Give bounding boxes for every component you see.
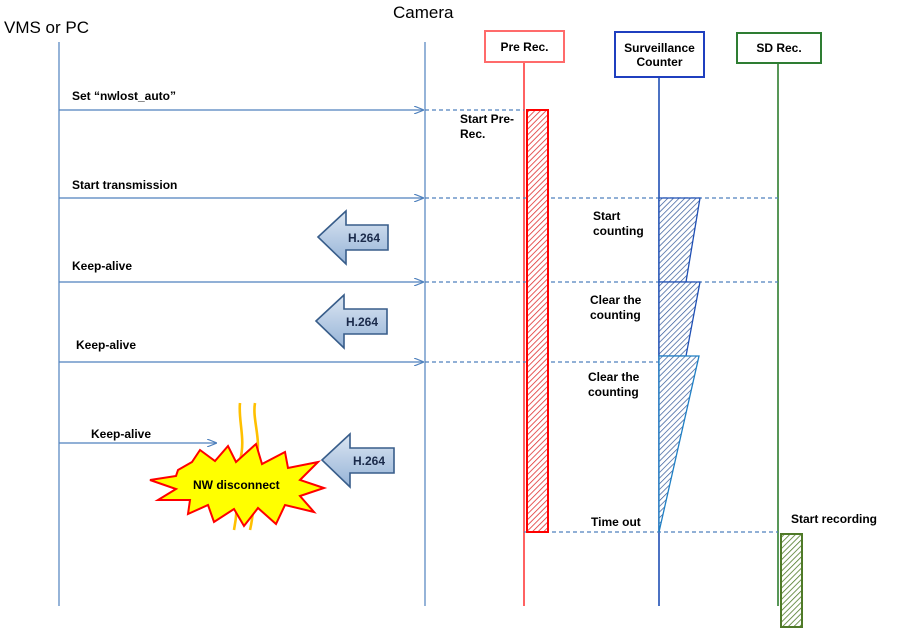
- h264-label-2: H.264: [346, 315, 379, 329]
- time-out-label: Time out: [591, 515, 641, 529]
- start-transmission-label: Start transmission: [72, 178, 178, 192]
- nw-disconnect-burst: [149, 442, 328, 528]
- sd-rec-box: SD Rec.: [736, 32, 822, 64]
- counter-segment-2: [658, 281, 701, 357]
- set-nwlost-label: Set “nwlost_auto”: [72, 89, 177, 103]
- camera-label: Camera: [393, 3, 454, 22]
- h264-stream-arrow-1: [316, 209, 389, 266]
- keepalive-3-label: Keep-alive: [91, 427, 152, 441]
- counter-segment-1: [658, 197, 701, 283]
- h264-label-3: H.264: [353, 454, 386, 468]
- counter-segment-3: [658, 355, 700, 533]
- start-prerec-label: Start Pre-Rec.: [460, 112, 515, 141]
- keepalive-1-label: Keep-alive: [72, 259, 133, 273]
- keepalive-2-label: Keep-alive: [76, 338, 137, 352]
- sd-rec-activation: [780, 533, 803, 628]
- clear-counting-2-label: Clear the counting: [588, 370, 640, 399]
- nw-disconnect-label: NW disconnect: [193, 478, 280, 492]
- vms-label: VMS or PC: [4, 18, 90, 37]
- h264-stream-arrow-3: [320, 432, 395, 489]
- h264-stream-arrow-2: [314, 293, 388, 350]
- pre-rec-activation: [526, 109, 549, 533]
- start-counting-label: Start counting: [593, 209, 644, 238]
- clear-counting-1-label: Clear the counting: [590, 293, 642, 322]
- start-recording-label: Start recording: [791, 512, 878, 526]
- surveillance-counter-box: Surveillance Counter: [614, 31, 705, 78]
- pre-rec-box: Pre Rec.: [484, 30, 565, 63]
- h264-label-1: H.264: [348, 231, 381, 245]
